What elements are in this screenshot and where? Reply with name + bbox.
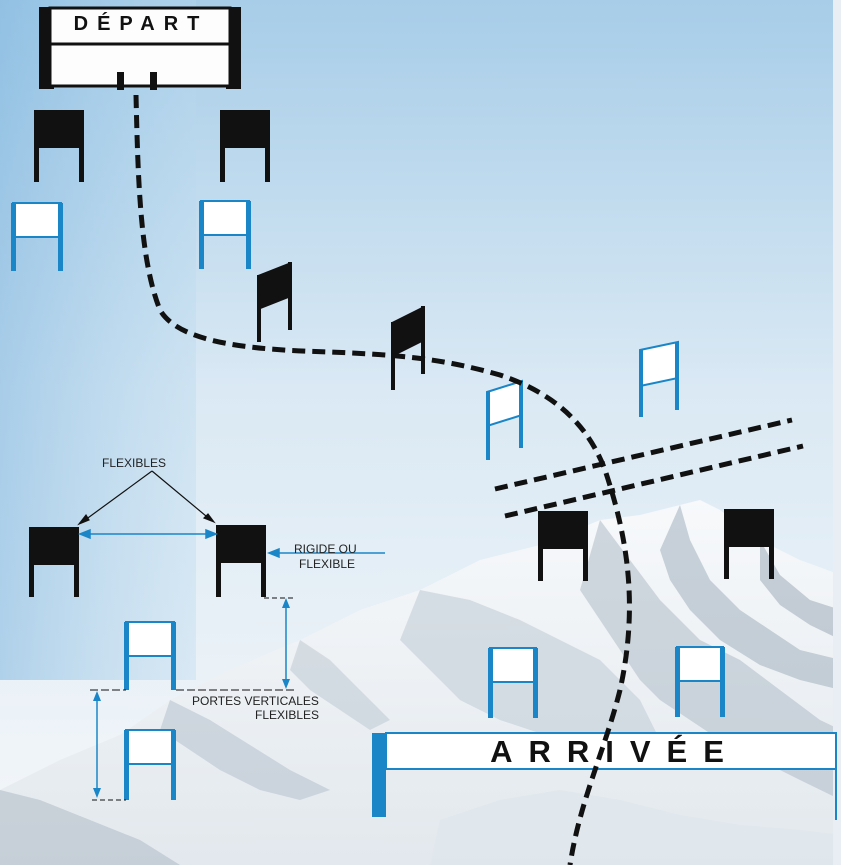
blue-gate-legend-lower	[124, 729, 176, 800]
black-gate-legend-left	[29, 527, 79, 597]
black-gate-lower-1	[538, 511, 588, 581]
vertical-gates-label-line2: FLEXIBLES	[255, 708, 320, 722]
blue-gate-lower-1	[488, 647, 538, 718]
course-line	[133, 94, 632, 865]
black-gate-legend-right	[216, 525, 266, 597]
finish-banner-label: ARRIVÉE	[490, 734, 740, 769]
finish-banner	[372, 732, 837, 820]
black-gate-lower-2	[724, 509, 774, 579]
height-dimension-upper	[176, 597, 294, 691]
black-gate-angled-1	[257, 262, 292, 342]
start-banner-label: DÉPART	[73, 13, 209, 35]
black-gate-2	[220, 110, 270, 182]
crossing-line-lower	[504, 443, 804, 519]
rigid-or-flexible-label-line2: FLEXIBLE	[299, 557, 356, 571]
blue-gate-lower-2	[675, 646, 725, 717]
rigid-or-flexible-label-line1: RIGIDE OU	[294, 542, 357, 556]
right-edge-strip	[833, 0, 841, 865]
blue-gate-2	[199, 200, 251, 269]
blue-gate-1	[11, 202, 63, 271]
blue-gate-legend-upper	[124, 621, 176, 690]
start-banner	[39, 6, 241, 90]
vertical-gates-label-line1: PORTES VERTICALES	[192, 694, 319, 708]
blue-gate-angled-1	[486, 379, 523, 460]
black-gate-1	[34, 110, 84, 182]
height-dimension-lower	[90, 689, 126, 801]
rigid-flexible-arrow	[266, 547, 385, 559]
width-dimension-arrow	[77, 528, 219, 540]
crossing-line-upper	[494, 417, 793, 492]
flexibles-label: FLEXIBLES	[102, 456, 167, 470]
flexibles-arrows	[77, 470, 216, 526]
blue-gate-angled-2	[639, 340, 679, 417]
